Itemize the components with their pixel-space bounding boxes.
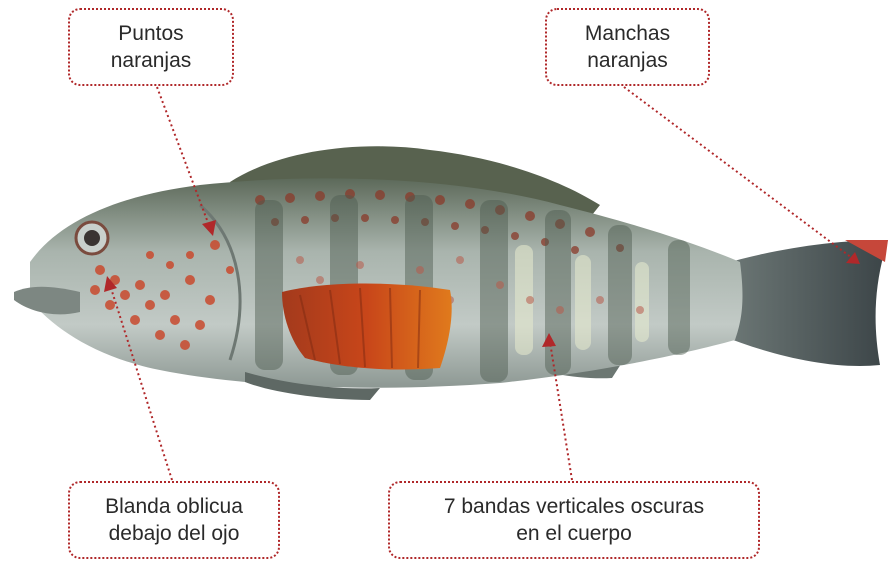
tail-fin [720, 240, 888, 366]
fish-body [30, 178, 743, 388]
callout-bandas-line2: en el cuerpo [516, 522, 632, 545]
pectoral-fin [282, 283, 452, 370]
callout-bandas-verticales: 7 bandas verticales oscuras en el cuerpo [388, 481, 760, 559]
callout-puntos-line2: naranjas [110, 49, 192, 72]
leader-line-blanda [109, 284, 173, 481]
arrowhead-manchas [846, 252, 860, 264]
arrowhead-bandas [542, 333, 556, 347]
leader-line-bandas [549, 341, 573, 481]
callout-puntos-line1: Puntos [118, 22, 184, 45]
callout-blanda-oblicua: Blanda oblicua debajo del ojo [68, 481, 280, 559]
arrowhead-blanda [104, 276, 117, 292]
callout-manchas-line1: Manchas [584, 22, 671, 45]
arrowhead-puntos [202, 220, 216, 236]
callout-blanda-line2: debajo del ojo [108, 522, 240, 545]
leader-line-puntos [156, 86, 211, 229]
callout-blanda-line1: Blanda oblicua [105, 495, 243, 518]
callout-puntos-naranjas: Puntos naranjas [68, 8, 234, 86]
leader-line-manchas [623, 86, 853, 259]
callout-manchas-line2: naranjas [587, 49, 668, 72]
callout-manchas-naranjas: Manchas naranjas [545, 8, 710, 86]
callout-bandas-line1: 7 bandas verticales oscuras [443, 495, 705, 518]
